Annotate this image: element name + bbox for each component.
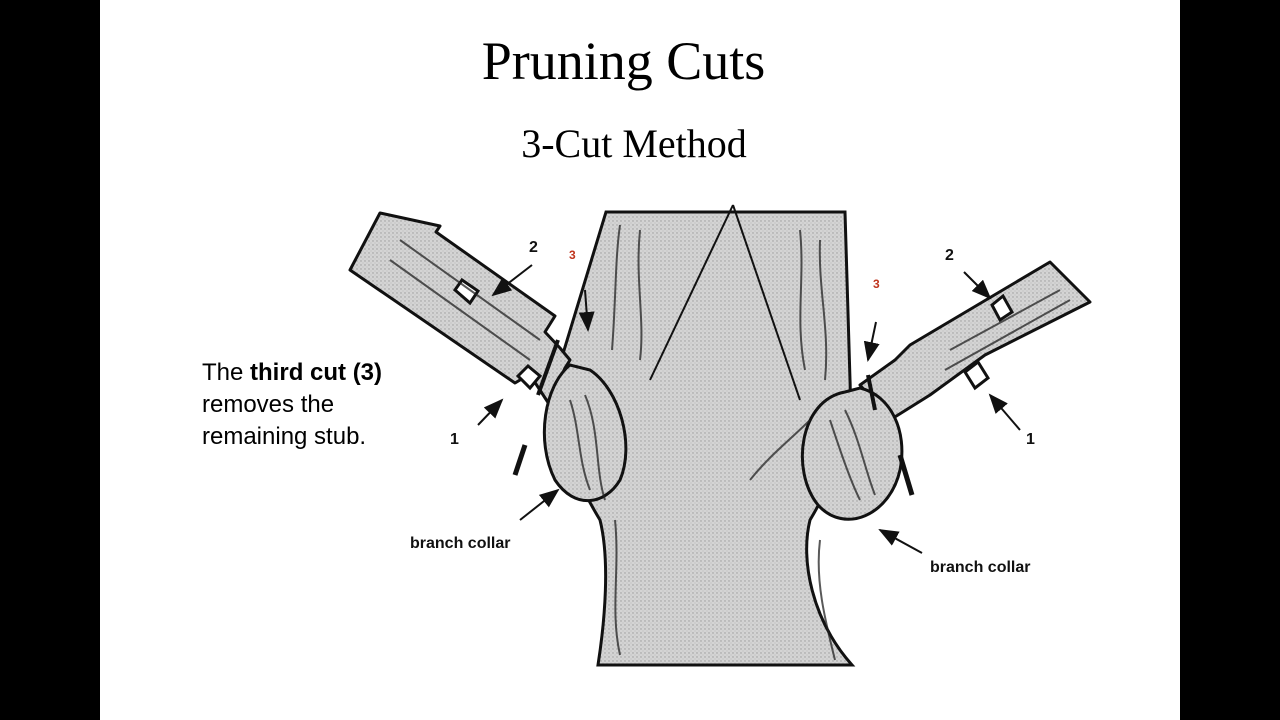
left-collar [542, 363, 628, 503]
right-notch-top [990, 293, 1014, 323]
caption-line-3: remaining stub. [202, 423, 367, 450]
caption-line-2: removes the [202, 391, 335, 418]
tree-pruning-diagram [348, 204, 1092, 667]
right-collar [800, 386, 904, 521]
caption-text: The third cut (3) removes the remaining … [202, 357, 442, 453]
caption-bold: third cut (3) [250, 359, 383, 386]
left-cut-1-label: 1 [450, 431, 459, 448]
left-notch-bottom [515, 363, 543, 391]
right-branch [858, 260, 1092, 422]
left-cut-3-label: 3 [569, 248, 576, 262]
bark-texture [389, 224, 1071, 661]
right-cut-1-label: 1 [1026, 431, 1035, 448]
caption-line-1: The third cut (3) [202, 359, 383, 386]
right-cut-2-label: 2 [945, 247, 954, 264]
slide-title: Pruning Cuts [481, 31, 766, 91]
right-branch-collar-label: branch collar [930, 559, 1031, 576]
slide: Pruning Cuts 3-Cut Method [100, 0, 1180, 720]
left-branch-collar-label: branch collar [410, 535, 511, 552]
slide-subtitle: 3-Cut Method [521, 121, 747, 166]
right-notch-bottom [963, 359, 990, 391]
left-cut-2-label: 2 [529, 239, 538, 256]
right-cut-3-label: 3 [873, 277, 880, 291]
